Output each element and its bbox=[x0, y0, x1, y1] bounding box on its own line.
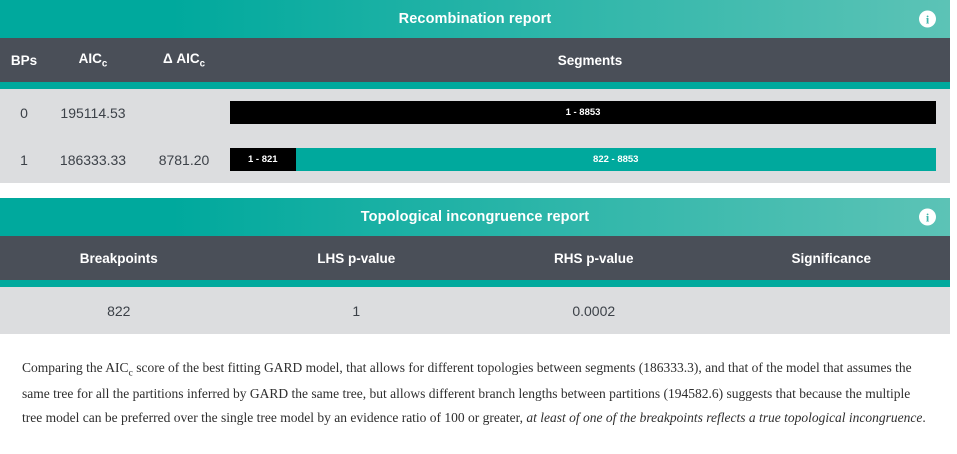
segment-track: 1 - 8853 bbox=[230, 101, 936, 124]
column-header-delta-aicc-label: Δ AIC bbox=[162, 50, 200, 66]
cell-delta-aicc: 8781.20 bbox=[158, 151, 210, 168]
segment-bar[interactable]: 1 - 821 bbox=[230, 148, 296, 171]
recombination-report-panel: Recombination report i BPs AICc Δ AICc S… bbox=[0, 0, 950, 183]
explanation-paragraph: Comparing the AICc score of the best fit… bbox=[22, 356, 927, 429]
topological-report-title: Topological incongruence report bbox=[360, 209, 590, 225]
column-header-segments: Segments bbox=[557, 52, 623, 68]
column-header-delta-aicc-subscript: c bbox=[199, 58, 206, 70]
column-header-bps: BPs bbox=[10, 52, 38, 68]
column-header-lhs-p-value: LHS p-value bbox=[317, 250, 396, 266]
cell-rhs-p-value: 0.0002 bbox=[572, 302, 616, 319]
recombination-header-rule bbox=[0, 82, 950, 89]
topological-report-title-bar: Topological incongruence report i bbox=[0, 198, 950, 236]
explanation-part3: . bbox=[922, 409, 926, 425]
cell-lhs-p-value: 1 bbox=[352, 302, 361, 319]
recombination-column-header-row: BPs AICc Δ AICc Segments bbox=[0, 38, 950, 82]
column-header-rhs-p-value: RHS p-value bbox=[553, 250, 634, 266]
explanation-aicc-subscript: c bbox=[128, 367, 133, 379]
cell-bps: 1 bbox=[20, 151, 28, 168]
table-row: 0 195114.53 1 - 8853 bbox=[0, 89, 950, 136]
column-header-aicc: AICc bbox=[48, 51, 138, 70]
recombination-report-title-bar: Recombination report i bbox=[0, 0, 950, 38]
column-header-aicc-label: AIC bbox=[78, 50, 102, 66]
cell-aicc: 195114.53 bbox=[60, 104, 126, 121]
recombination-rows: 0 195114.53 1 - 8853 1 186333.33 8781.20 1 - 8… bbox=[0, 89, 950, 183]
cell-bps: 0 bbox=[20, 104, 28, 121]
topological-rows: 822 1 0.0002 bbox=[0, 287, 950, 334]
cell-aicc: 186333.33 bbox=[59, 151, 127, 168]
explanation-part2: score of the best fitting GARD model, th… bbox=[22, 360, 912, 425]
cell-breakpoints: 822 bbox=[107, 302, 131, 319]
info-icon[interactable]: i bbox=[919, 208, 936, 226]
explanation-part1: Comparing the AIC bbox=[22, 360, 129, 375]
explanation-italic-clause: at least of one of the breakpoints refle… bbox=[526, 409, 923, 425]
info-icon[interactable]: i bbox=[919, 10, 936, 28]
segment-bar[interactable]: 822 - 8853 bbox=[295, 148, 936, 171]
column-header-delta-aicc: Δ AICc bbox=[138, 51, 230, 70]
segment-bar[interactable]: 1 - 8853 bbox=[230, 101, 936, 124]
topological-incongruence-panel: Topological incongruence report i Breakp… bbox=[0, 198, 950, 334]
table-row: 822 1 0.0002 bbox=[0, 287, 950, 334]
column-header-significance: Significance bbox=[791, 250, 872, 266]
column-header-breakpoints: Breakpoints bbox=[79, 250, 158, 266]
cell-segments: 1 - 8853 bbox=[230, 101, 950, 124]
recombination-report-title: Recombination report bbox=[398, 11, 552, 27]
panel-divider-gap bbox=[0, 183, 957, 198]
topological-header-rule bbox=[0, 280, 950, 287]
topological-column-header-row: Breakpoints LHS p-value RHS p-value Sign… bbox=[0, 236, 950, 280]
column-header-aicc-subscript: c bbox=[101, 58, 108, 70]
